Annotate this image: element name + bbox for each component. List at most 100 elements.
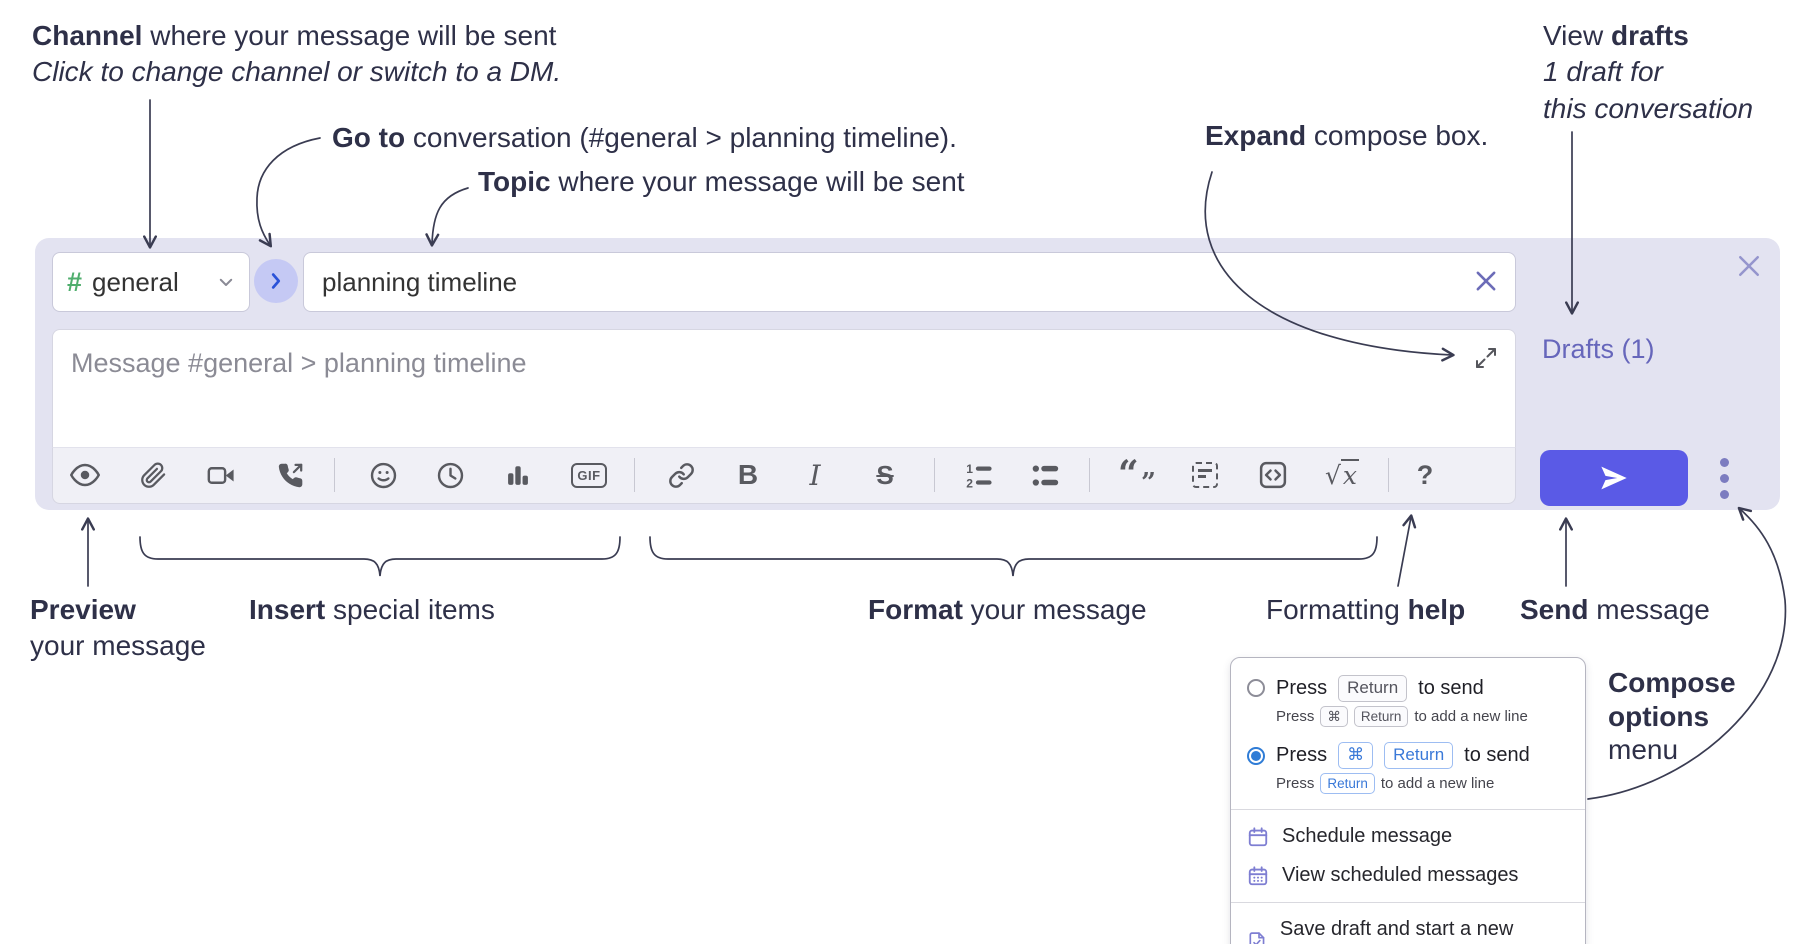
code-button[interactable] [1252,454,1294,496]
radio-unselected[interactable] [1247,679,1265,698]
key-return: Return [1320,772,1375,795]
key-return: Return [1353,705,1409,728]
key-cmd: ⌘ [1338,742,1374,769]
quote-button[interactable]: “” [1116,454,1158,496]
topic-field-wrap [303,252,1516,312]
close-icon [1476,271,1496,290]
menu-option-cmd-enter-to-send[interactable]: Press ⌘ Return to send [1231,735,1585,771]
channel-hash-icon: # [67,266,83,297]
compose-options-button[interactable] [1707,450,1741,506]
annotation-expand: Expand compose box. [1205,120,1489,151]
preview-button[interactable] [64,454,106,496]
math-icon: √x [1324,458,1360,490]
italic-button[interactable]: I [794,454,836,496]
bulleted-list-icon [1032,464,1058,486]
strikethrough-button[interactable]: S [864,454,906,496]
bar-chart-icon [508,466,528,485]
go-to-conversation-button[interactable] [254,259,298,303]
channel-name: general [92,266,179,297]
quote-icon: “” [1118,453,1156,498]
annotation-channel-rest: where your message will be sent [142,20,557,51]
attach-file-button[interactable] [132,454,174,496]
message-input[interactable] [53,330,1515,447]
annotation-channel-line2: Click to change channel or switch to a D… [32,56,562,88]
menu-item-save-draft[interactable]: Save draft and start a new message [1231,910,1585,944]
annotation-channel-bold: Channel [32,20,143,51]
menu-option-enter-to-send-hint: Press ⌘ Return to add a new line [1231,704,1585,736]
add-global-time-button[interactable] [429,454,471,496]
calendar-scheduled-icon [1248,866,1268,886]
menu-option-enter-to-send[interactable]: Press Return to send [1231,668,1585,704]
add-gif-button[interactable]: GIF [568,454,610,496]
formatting-help-button[interactable]: ? [1404,454,1446,496]
link-icon [668,462,694,488]
drafts-link[interactable]: Drafts (1) [1542,334,1655,364]
chevron-right-icon [271,273,281,289]
topic-clear-button[interactable] [1470,266,1502,298]
svg-text:2: 2 [966,476,973,489]
svg-text:1: 1 [966,462,973,476]
add-video-call-button[interactable] [200,454,242,496]
menu-item-schedule-message[interactable]: Schedule message [1231,817,1585,856]
compose-box: # general Drafts (1) [35,238,1780,510]
connector-goto [256,137,321,248]
paperclip-icon [140,461,165,488]
kebab-dot [1719,457,1729,467]
paper-plane-icon [1601,466,1627,490]
strikethrough-icon: S [876,459,894,490]
video-camera-icon [207,466,234,484]
expand-icon [1476,347,1496,368]
link-button[interactable] [660,454,702,496]
key-return: Return [1338,675,1408,702]
toolbar-separator [934,458,935,492]
key-cmd: ⌘ [1320,705,1348,728]
annotation-compose-options: Compose options menu [1608,667,1736,766]
eye-icon [70,463,100,487]
smiley-icon [370,462,396,488]
add-emoji-button[interactable] [362,454,404,496]
bulleted-list-button[interactable] [1024,454,1066,496]
connector-topic [425,187,469,247]
connector-formatting-help [1397,514,1417,587]
topic-input[interactable] [303,252,1516,312]
annotation-channel: Channel where your message will be sent … [32,18,561,91]
spoiler-button[interactable] [1184,454,1226,496]
toolbar-separator [1388,458,1389,492]
gif-icon: GIF [571,462,607,488]
toolbar-separator [1089,458,1090,492]
annotation-goto: Go to conversation (#general > planning … [332,122,957,153]
compose-close-button[interactable] [1732,250,1766,284]
bold-icon: B [737,459,759,490]
key-return: Return [1384,742,1454,769]
numbered-list-icon: 12 [966,462,992,490]
brace-format-group [649,536,1378,577]
save-draft-icon [1249,932,1265,944]
annotation-formatting-help: Formatting help [1266,594,1466,625]
math-button[interactable]: √x [1321,454,1363,496]
annotation-preview: Preview your message [30,594,206,662]
channel-selector[interactable]: # general [52,252,250,312]
question-mark-icon: ? [1416,459,1434,490]
compose-options-menu: Press Return to send Press ⌘ Return to a… [1230,657,1586,944]
message-area [52,329,1516,447]
phone-outgoing-icon [278,463,302,487]
add-poll-button[interactable] [497,454,539,496]
expand-compose-button[interactable] [1471,344,1501,374]
close-icon [1739,255,1759,276]
kebab-dot [1719,473,1729,483]
annotation-view-drafts: View drafts 1 draft for this conversatio… [1543,20,1754,124]
calendar-icon [1248,827,1268,847]
italic-icon: I [809,458,821,492]
annotation-format: Format your message [868,594,1147,625]
add-voice-call-button[interactable] [269,454,311,496]
chevron-down-icon [219,278,233,286]
radio-selected[interactable] [1247,746,1265,765]
toolbar-separator [334,458,335,492]
send-button[interactable] [1540,450,1688,506]
menu-option-cmd-enter-to-send-hint: Press Return to add a new line [1231,771,1585,803]
menu-item-view-scheduled-messages[interactable]: View scheduled messages [1231,856,1585,895]
bold-button[interactable]: B [727,454,769,496]
code-icon [1259,461,1287,489]
